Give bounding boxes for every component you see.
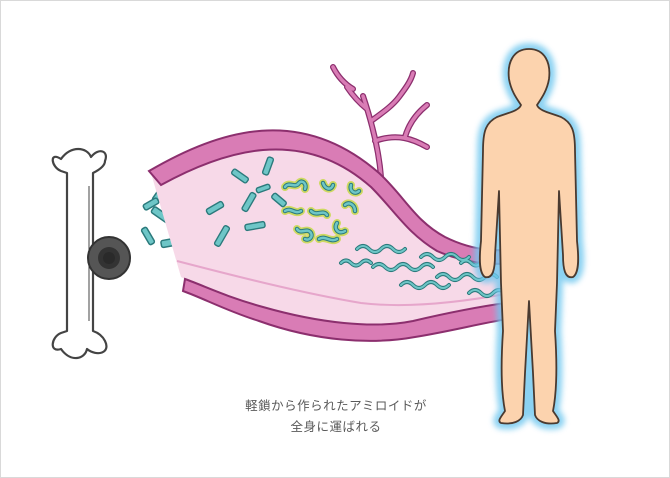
amyloid-fragments <box>205 156 287 247</box>
human-body-icon <box>473 43 585 430</box>
amyloid-aggregates <box>281 177 363 245</box>
caption: 軽鎖から作られたアミロイドが 全身に運ばれる <box>201 395 471 437</box>
caption-line-1: 軽鎖から作られたアミロイドが <box>245 398 427 413</box>
plasma-cell-icon <box>87 236 131 280</box>
caption-line-2: 全身に運ばれる <box>290 419 382 434</box>
blood-vessel-icon <box>147 64 522 342</box>
